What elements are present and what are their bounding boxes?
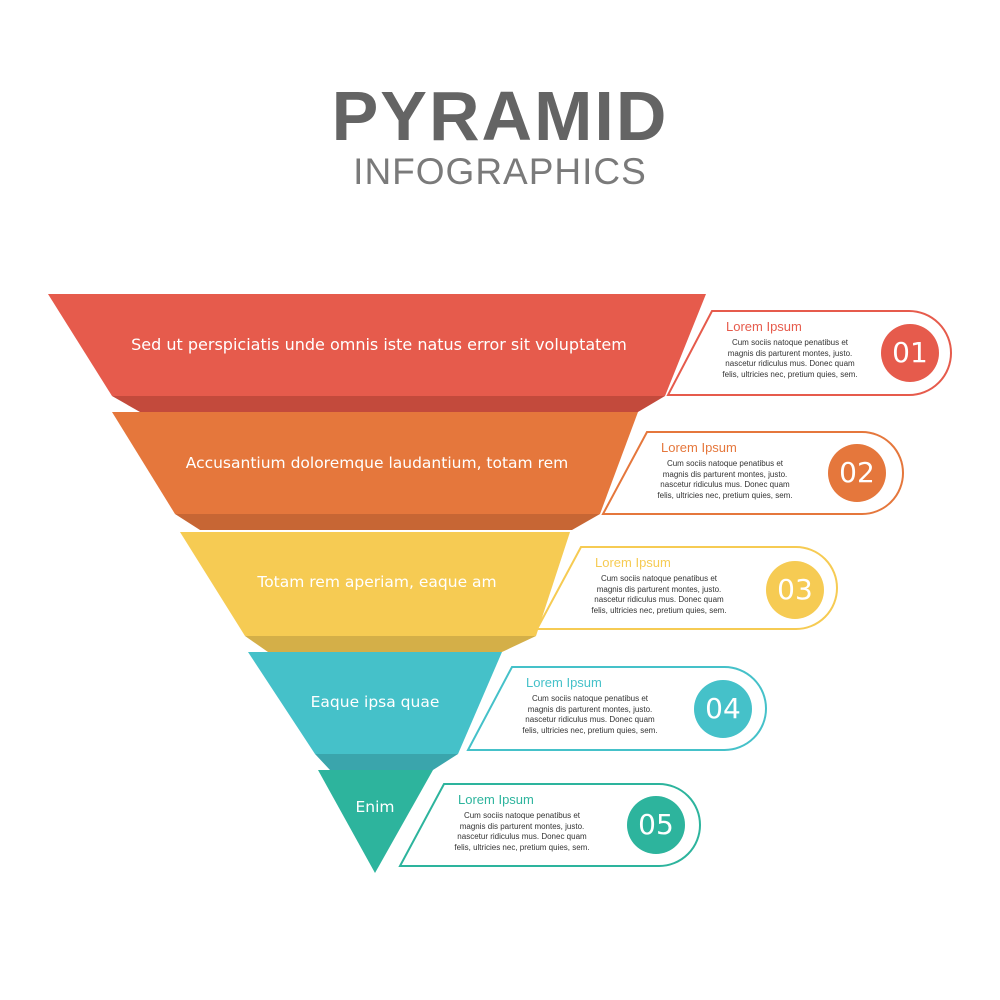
info-card-3-number: 03 (766, 561, 824, 619)
info-card-1-outline (666, 310, 952, 396)
funnel-level-1 (48, 294, 706, 396)
funnel-level-4-label: Eaque ipsa quae (310, 692, 440, 711)
info-card-2-number: 02 (828, 444, 886, 502)
info-card-3-outline (535, 546, 838, 630)
info-card-4-number: 04 (694, 680, 752, 738)
info-card-1-heading: Lorem Ipsum (726, 319, 802, 334)
funnel-level-5 (318, 770, 433, 873)
info-card-2-outline (601, 431, 904, 515)
info-card-3-body: Cum sociis natoque penatibus et magnis d… (591, 574, 727, 615)
info-card-4-heading: Lorem Ipsum (526, 675, 602, 690)
funnel-level-4-shadow (315, 754, 458, 770)
funnel-level-1-label: Sed ut perspiciatis unde omnis iste natu… (131, 334, 627, 354)
info-card-4-outline (466, 666, 767, 751)
funnel-level-1-shadow (112, 396, 665, 412)
info-card-5-heading: Lorem Ipsum (458, 792, 534, 807)
info-card-5-number: 05 (627, 796, 685, 854)
info-card-2-heading: Lorem Ipsum (661, 440, 737, 455)
info-card-2-body: Cum sociis natoque penatibus et magnis d… (657, 459, 793, 500)
funnel-level-3 (180, 532, 570, 636)
infographic-title: PYRAMID (331, 77, 669, 155)
funnel-level-5-label: Enim (355, 797, 395, 816)
funnel-level-2-shadow (175, 514, 600, 530)
funnel-level-2-label: Accusantium doloremque laudantium, totam… (185, 453, 569, 472)
info-card-1-body: Cum sociis natoque penatibus et magnis d… (722, 338, 858, 379)
infographic-subtitle: INFOGRAPHICS (353, 151, 647, 192)
funnel-level-3-shadow (245, 636, 536, 652)
info-card-4-body: Cum sociis natoque penatibus et magnis d… (522, 694, 658, 735)
funnel-level-3-label: Totam rem aperiam, eaque am (257, 572, 497, 591)
info-card-1-number: 01 (881, 324, 939, 382)
info-card-5-outline (398, 783, 701, 867)
info-card-5-body: Cum sociis natoque penatibus et magnis d… (454, 811, 590, 852)
funnel-level-2 (112, 412, 638, 514)
info-card-3-heading: Lorem Ipsum (595, 555, 671, 570)
funnel-level-4 (248, 652, 502, 754)
